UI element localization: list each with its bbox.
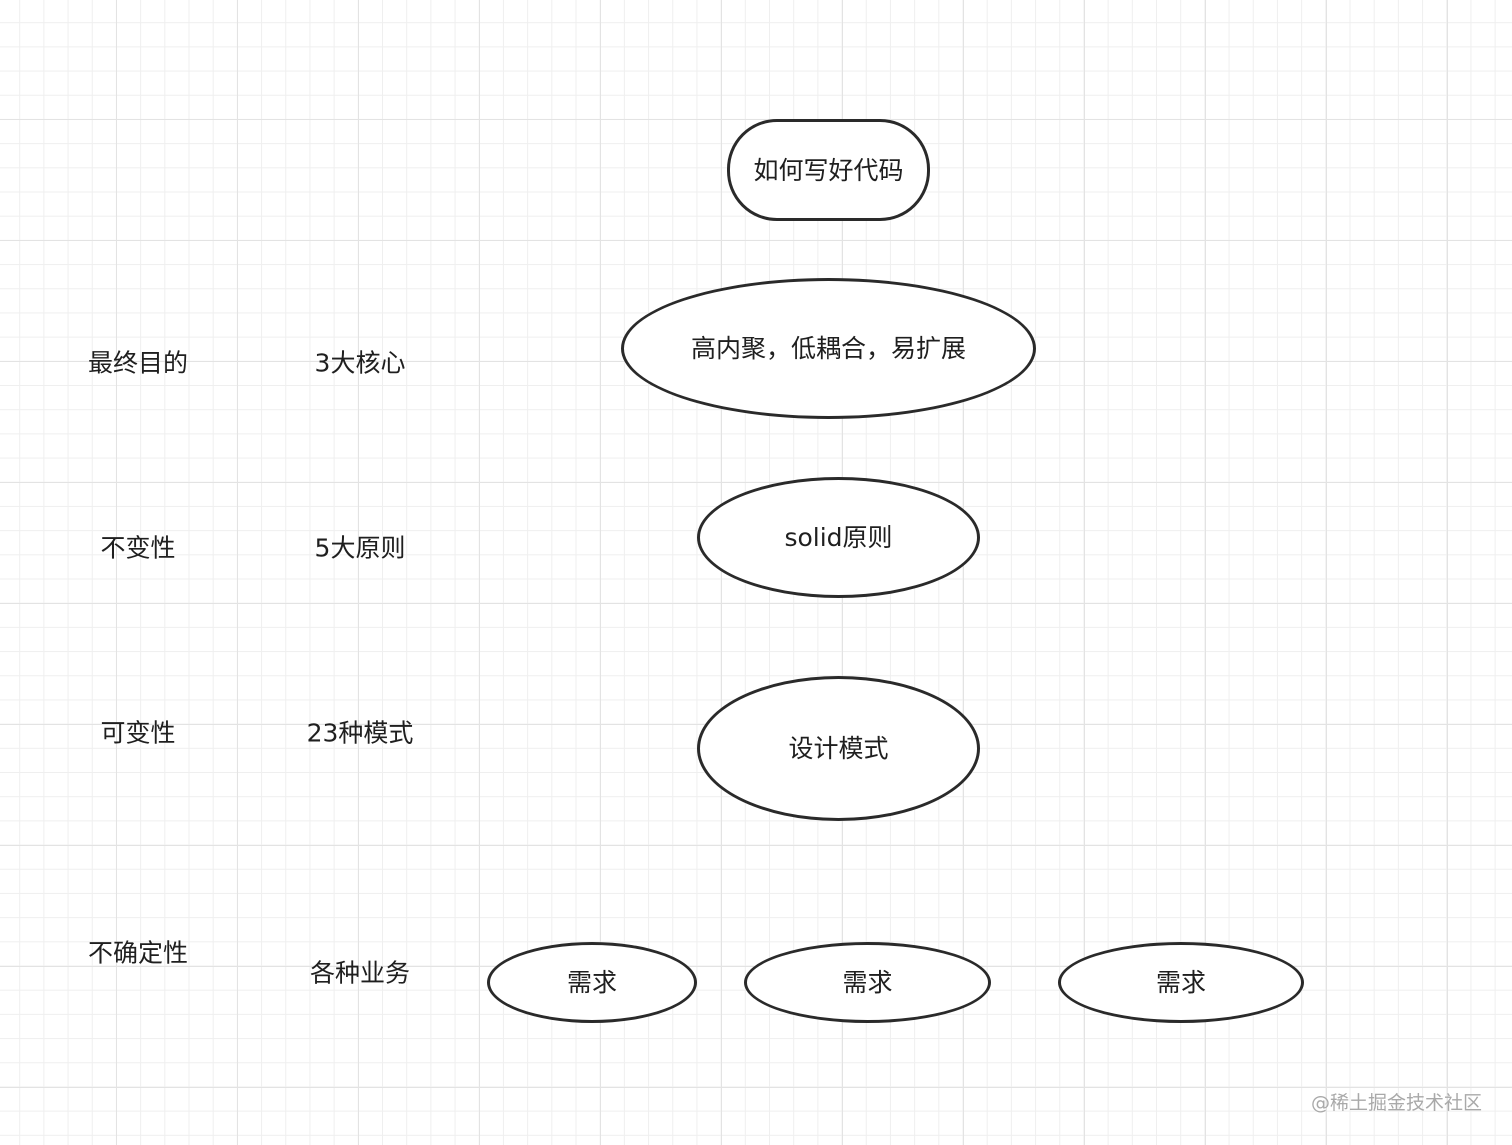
node-requirement-2-label: 需求 — [842, 968, 893, 997]
row-label-core: 3大核心 — [314, 348, 406, 378]
node-principles-label: solid原则 — [784, 523, 893, 552]
node-patterns-label: 设计模式 — [788, 734, 889, 763]
node-core-label: 高内聚，低耦合，易扩展 — [690, 334, 966, 363]
node-requirement-3: 需求 — [1058, 942, 1304, 1023]
node-root: 如何写好代码 — [727, 119, 930, 221]
node-requirement-2: 需求 — [744, 942, 991, 1023]
node-principles: solid原则 — [697, 477, 980, 598]
node-requirement-1: 需求 — [487, 942, 697, 1023]
row-label-final-goal: 最终目的 — [87, 348, 189, 378]
node-patterns: 设计模式 — [697, 676, 980, 821]
row-label-business: 各种业务 — [309, 958, 411, 988]
row-label-patterns: 23种模式 — [306, 718, 414, 748]
row-label-invariance: 不变性 — [100, 533, 176, 563]
watermark: @稀土掘金技术社区 — [1310, 1092, 1482, 1114]
row-label-principles: 5大原则 — [314, 533, 406, 563]
row-label-uncertainty: 不确定性 — [87, 938, 189, 968]
node-core: 高内聚，低耦合，易扩展 — [621, 278, 1036, 419]
node-requirement-3-label: 需求 — [1155, 968, 1206, 997]
row-label-variability: 可变性 — [100, 718, 176, 748]
node-requirement-1-label: 需求 — [566, 968, 617, 997]
node-root-label: 如何写好代码 — [753, 155, 904, 185]
